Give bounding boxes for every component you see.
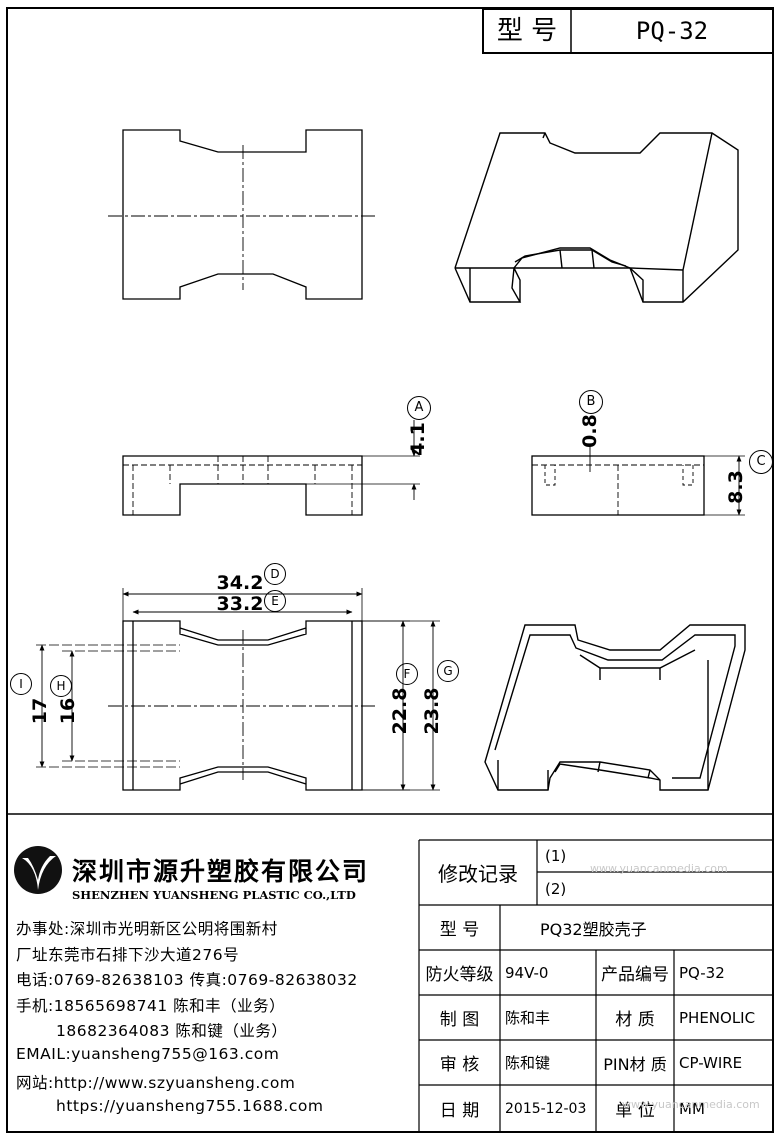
dim-g-value: 23.8 — [421, 687, 443, 735]
dim-b-mark: B — [579, 390, 603, 414]
material-label: 材 质 — [615, 1010, 655, 1030]
checked-label: 审 核 — [439, 1055, 480, 1075]
product-no-label: 产品编号 — [601, 965, 669, 985]
dim-a-mark: A — [407, 396, 431, 420]
bottom-view — [36, 588, 440, 791]
title-block-grid — [418, 839, 773, 1132]
drawn-value: 陈和丰 — [505, 1009, 551, 1027]
company-logo-icon — [14, 846, 62, 894]
dim-h-value: 16 — [57, 697, 79, 725]
watermark-text: www.yuancanmedia.com — [590, 862, 728, 875]
iso-view-bottom — [484, 624, 746, 791]
material-value: PHENOLIC — [679, 1008, 756, 1027]
revision-1: (1) — [545, 847, 567, 865]
header-model-label: 型 号 — [496, 16, 558, 46]
unit-value: MM — [679, 1099, 705, 1118]
fire-rating-value: 94V-0 — [505, 963, 549, 982]
pin-material-label: PIN材 质 — [603, 1054, 667, 1074]
watermark-text-2: www.yuancanmedia.com — [622, 1098, 760, 1111]
date-value: 2015-12-03 — [505, 1100, 587, 1117]
revision-2: (2) — [545, 879, 567, 898]
dim-a-value: 4.1 — [407, 422, 429, 456]
company-name-cn: 深圳市源升塑胶有限公司 — [72, 857, 370, 886]
dim-i-value: 17 — [29, 697, 51, 725]
dim-b-value: 0.8 — [579, 414, 601, 448]
drawn-label: 制 图 — [439, 1010, 480, 1030]
dim-d-mark: D — [264, 563, 286, 585]
iso-view-top — [454, 132, 739, 303]
dim-e-mark: E — [264, 590, 286, 612]
company-email: EMAIL:yuansheng755@163.com — [16, 1045, 280, 1063]
dim-i-mark: I — [10, 673, 32, 695]
dim-h-mark: H — [50, 675, 72, 697]
dim-c-value: 8.3 — [725, 470, 747, 504]
company-phone: 电话:0769-82638103 传真:0769-82638032 — [16, 971, 358, 989]
company-shop: https://yuansheng755.1688.com — [56, 1097, 324, 1115]
company-mobile-2: 18682364083 陈和键（业务） — [56, 1022, 288, 1040]
date-label: 日 期 — [439, 1101, 480, 1121]
product-no-value: PQ-32 — [679, 963, 725, 982]
dim-g-mark: G — [437, 660, 459, 682]
company-mobile-1: 手机:18565698741 陈和丰（业务） — [16, 997, 286, 1015]
dim-c-mark: C — [749, 450, 773, 474]
company-name-en: SHENZHEN YUANSHENG PLASTIC CO.,LTD — [72, 888, 356, 902]
company-office: 办事处:深圳市光明新区公明将围新村 — [16, 920, 278, 938]
dim-f-value: 22.8 — [389, 687, 411, 735]
tb-model-value: PQ32塑胶壳子 — [540, 919, 647, 939]
side-view — [531, 445, 745, 516]
unit-label: 单 位 — [615, 1101, 655, 1121]
front-view — [122, 420, 420, 516]
dim-e-value: 33.2 — [216, 593, 264, 615]
fire-rating-label: 防火等级 — [425, 965, 494, 985]
pin-material-value: CP-WIRE — [679, 1053, 743, 1072]
header-model-value: PQ-32 — [635, 17, 709, 45]
dim-d-value: 34.2 — [216, 572, 264, 594]
company-website: 网站:http://www.szyuansheng.com — [16, 1074, 296, 1092]
header-model-box — [482, 8, 774, 54]
checked-value: 陈和键 — [505, 1054, 551, 1072]
dim-f-mark: F — [396, 663, 418, 685]
revision-label: 修改记录 — [438, 862, 518, 886]
company-factory: 厂址东莞市石排下沙大道276号 — [16, 946, 240, 964]
outer-border — [6, 7, 774, 1133]
tb-model-label: 型 号 — [439, 920, 480, 940]
top-view — [108, 129, 377, 300]
